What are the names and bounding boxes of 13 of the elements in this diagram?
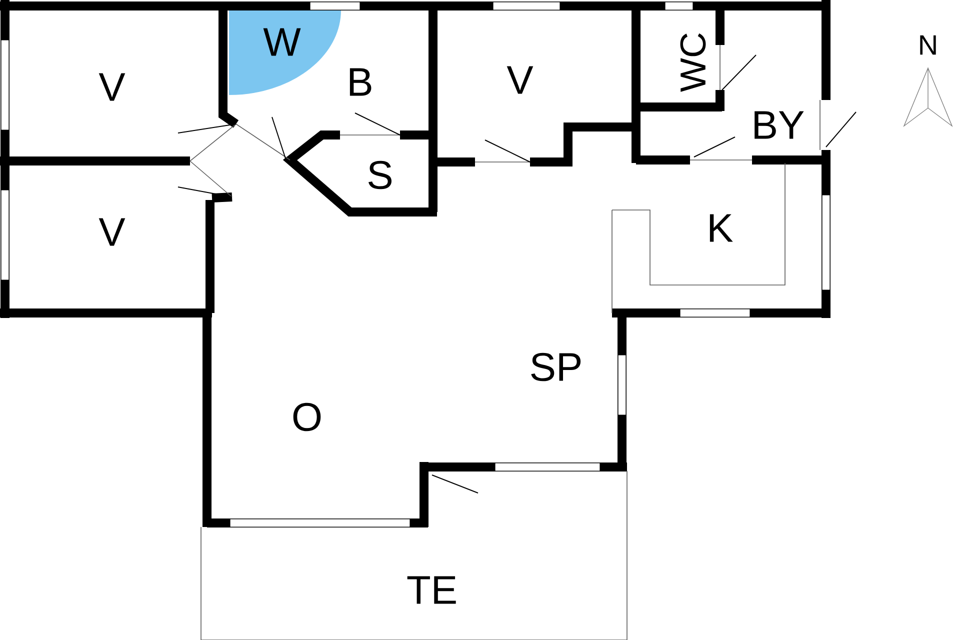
room-label: WC (680, 33, 706, 92)
room-label: S (368, 160, 392, 190)
room-label: BY (754, 111, 804, 139)
room-label: SP (531, 352, 581, 382)
room-label: TE (407, 576, 456, 604)
room-label: V (98, 218, 126, 246)
room-label: W (263, 28, 301, 56)
room-label: K (710, 214, 733, 242)
room-label: B (350, 68, 372, 96)
room-label: V (98, 73, 126, 101)
room-label: O (293, 402, 321, 432)
room-label: V (506, 66, 534, 94)
compass-label: N (920, 35, 936, 55)
